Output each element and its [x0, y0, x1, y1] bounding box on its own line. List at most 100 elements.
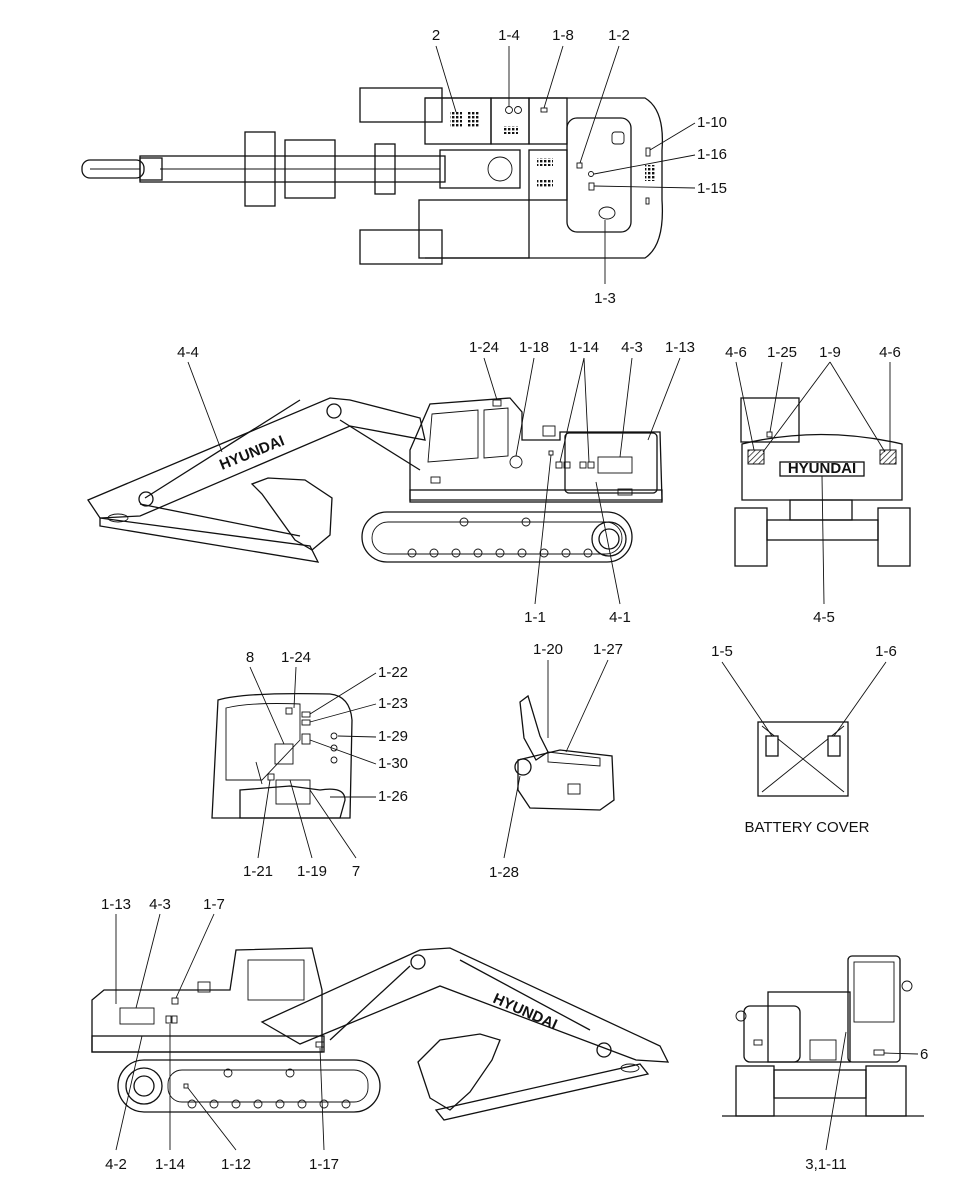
- ls-idler: [591, 521, 627, 557]
- ci-knob-3: [330, 756, 338, 764]
- label-8: 8: [246, 649, 254, 666]
- label-1-22: 1-22: [378, 664, 408, 681]
- ls-track: [361, 511, 633, 563]
- top-arm-link: [244, 131, 276, 207]
- label-1-13-ls: 1-13: [665, 339, 695, 356]
- label-1-1: 1-1: [524, 609, 546, 626]
- rs-leaders: [115, 913, 325, 1151]
- decal-1-4b: [514, 106, 522, 114]
- ls-cab-window-1: [427, 409, 479, 463]
- top-compartment-1: [490, 97, 530, 145]
- top-compartment-2: [528, 97, 568, 145]
- ls-arm-pin: [138, 491, 154, 507]
- decal-1-25: [766, 431, 773, 438]
- label-1-15: 1-15: [697, 180, 727, 197]
- decal-1-30: [301, 733, 311, 745]
- decal-6: [873, 1049, 885, 1056]
- rs-idler-hub: [133, 1075, 155, 1097]
- fv-light-left: [735, 1010, 747, 1022]
- top-leaders: [435, 45, 696, 284]
- rs-boom-pin: [410, 954, 426, 970]
- rs-bucket: [417, 1033, 501, 1111]
- decal-4-3-rs: [119, 1007, 155, 1025]
- label-1-26: 1-26: [378, 788, 408, 805]
- rs-arm-tip: [620, 1063, 640, 1073]
- rs-muffler: [197, 981, 211, 993]
- fv-cab-window: [853, 961, 895, 1023]
- label-7: 7: [352, 863, 360, 880]
- ls-upper-body: [409, 397, 663, 501]
- ci-seat-base: [239, 785, 346, 819]
- ls-boom-cylinder: [339, 419, 421, 471]
- rs-cab-window: [247, 959, 305, 1001]
- label-1-17: 1-17: [309, 1156, 339, 1173]
- decal-1-22: [301, 711, 311, 718]
- label-1-30: 1-30: [378, 755, 408, 772]
- ci-lever: [255, 761, 263, 785]
- top-bucket: [81, 159, 145, 179]
- top-small-right: [645, 197, 650, 205]
- label-3-1-11: 3,1-11: [805, 1156, 846, 1173]
- decal-1-23: [301, 719, 311, 726]
- rs-track-inner: [167, 1069, 369, 1103]
- top-bucket-link: [139, 157, 163, 181]
- decal-1-15: [588, 182, 595, 191]
- fv-boom-foot: [809, 1039, 837, 1061]
- label-4-6-left: 4-6: [725, 344, 747, 361]
- top-track-right: [359, 229, 443, 265]
- ci-leaders: [249, 666, 377, 859]
- decal-1-2: [576, 162, 583, 169]
- label-1-10: 1-10: [697, 114, 727, 131]
- decal-1-21: [267, 773, 275, 781]
- top-cab-seat: [598, 206, 616, 220]
- fv-track-right: [865, 1065, 907, 1117]
- label-4-3-ls: 4-3: [621, 339, 643, 356]
- top-cylinder-head: [374, 143, 396, 195]
- ls-bucket-cylinder: [144, 399, 301, 499]
- decal-2a: [450, 112, 462, 128]
- decal-1-16: [588, 171, 594, 177]
- decal-1-14b-rs: [171, 1015, 178, 1024]
- decal-1-17: [315, 1041, 325, 1048]
- label-1-14-ls: 1-14: [569, 339, 599, 356]
- rv-leaders: [735, 361, 891, 605]
- label-1-14-rs: 1-14: [155, 1156, 185, 1173]
- label-4-5: 4-5: [813, 609, 835, 626]
- label-1-27: 1-27: [593, 641, 623, 658]
- rs-boom: [260, 947, 670, 1063]
- decal-1-14c-ls: [579, 461, 587, 469]
- decal-1-7: [171, 997, 179, 1005]
- rs-track: [117, 1059, 381, 1113]
- decal-1-5: [765, 735, 779, 757]
- top-compartment-3: [528, 149, 568, 201]
- ci-console: [275, 779, 311, 805]
- fv-carbody: [773, 1069, 867, 1099]
- top-upper-body: [425, 97, 664, 259]
- ls-cab-window-2: [483, 407, 509, 459]
- ls-arm: [99, 517, 320, 563]
- top-cylinder-block: [284, 139, 336, 199]
- ls-cab-step: [430, 476, 441, 484]
- label-1-3: 1-3: [594, 290, 616, 307]
- battery-cover-view: 1-5 1-6 BATTERY COVER: [711, 643, 897, 836]
- ls-track-inner: [371, 521, 623, 555]
- decal-1-4a: [505, 106, 513, 114]
- rv-swing-frame: [789, 499, 853, 521]
- label-4-2: 4-2: [105, 1156, 127, 1173]
- fv-body-mid: [767, 991, 851, 1063]
- rs-arm-cylinder: [459, 959, 591, 1031]
- decal-4-6-right: [879, 449, 897, 465]
- top-tank: [418, 199, 530, 259]
- front-view: 6 3,1-11: [722, 955, 928, 1173]
- label-4-6-right: 4-6: [879, 344, 901, 361]
- bc-cover: [757, 721, 849, 797]
- decal-4-6-left: [747, 449, 765, 465]
- rv-brand: HYUNDAI: [788, 460, 856, 477]
- ls-muffler: [542, 425, 556, 437]
- label-1-25: 1-25: [767, 344, 797, 361]
- decal-1-12: [183, 1083, 189, 1089]
- ls-arm-tip: [107, 513, 129, 523]
- ls-engine-hood: [564, 432, 658, 494]
- label-1-21: 1-21: [243, 863, 273, 880]
